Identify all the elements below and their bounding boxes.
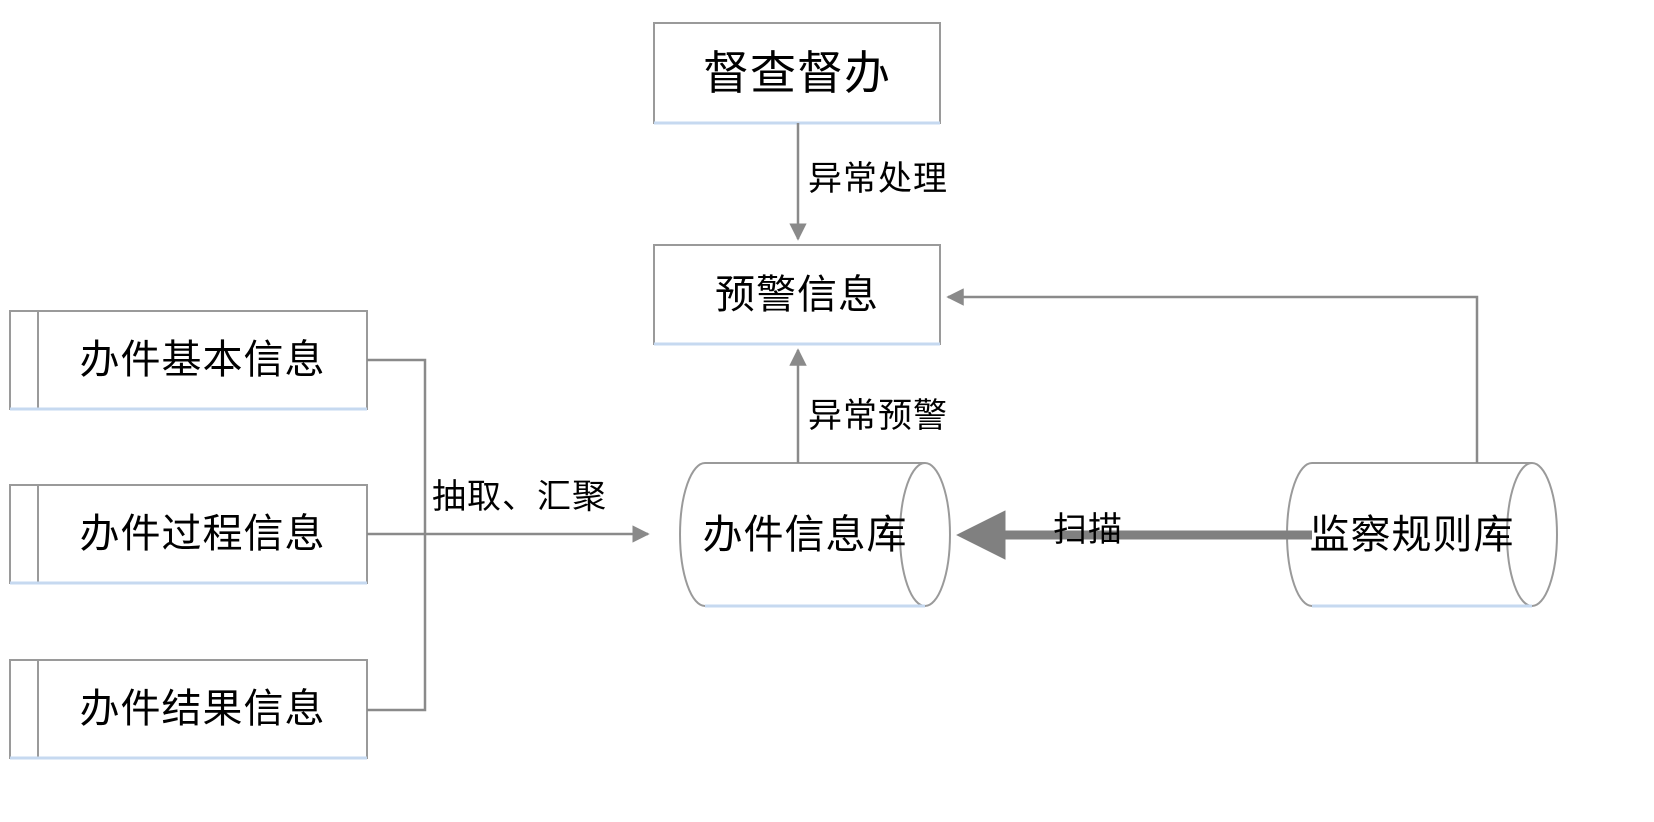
edge-label-extract-aggregate: 抽取、汇聚	[432, 478, 607, 516]
node-rule-db[interactable]	[1262, 463, 1557, 606]
node-supervision[interactable]	[654, 23, 940, 123]
edge-sources-to-db	[367, 358, 650, 712]
node-alert-info[interactable]	[654, 245, 940, 344]
node-case-result-info[interactable]	[10, 660, 367, 758]
node-case-basic-info[interactable]	[10, 311, 367, 409]
edge-label-scan: 扫描	[1053, 511, 1123, 549]
edge-rule-db-to-alert	[946, 288, 1479, 463]
node-case-process-info[interactable]	[10, 485, 367, 583]
edge-label-abnormal-alert: 异常预警	[808, 397, 948, 435]
node-case-info-db[interactable]	[655, 463, 950, 606]
edge-label-abnormal-handling: 异常处理	[808, 160, 948, 198]
